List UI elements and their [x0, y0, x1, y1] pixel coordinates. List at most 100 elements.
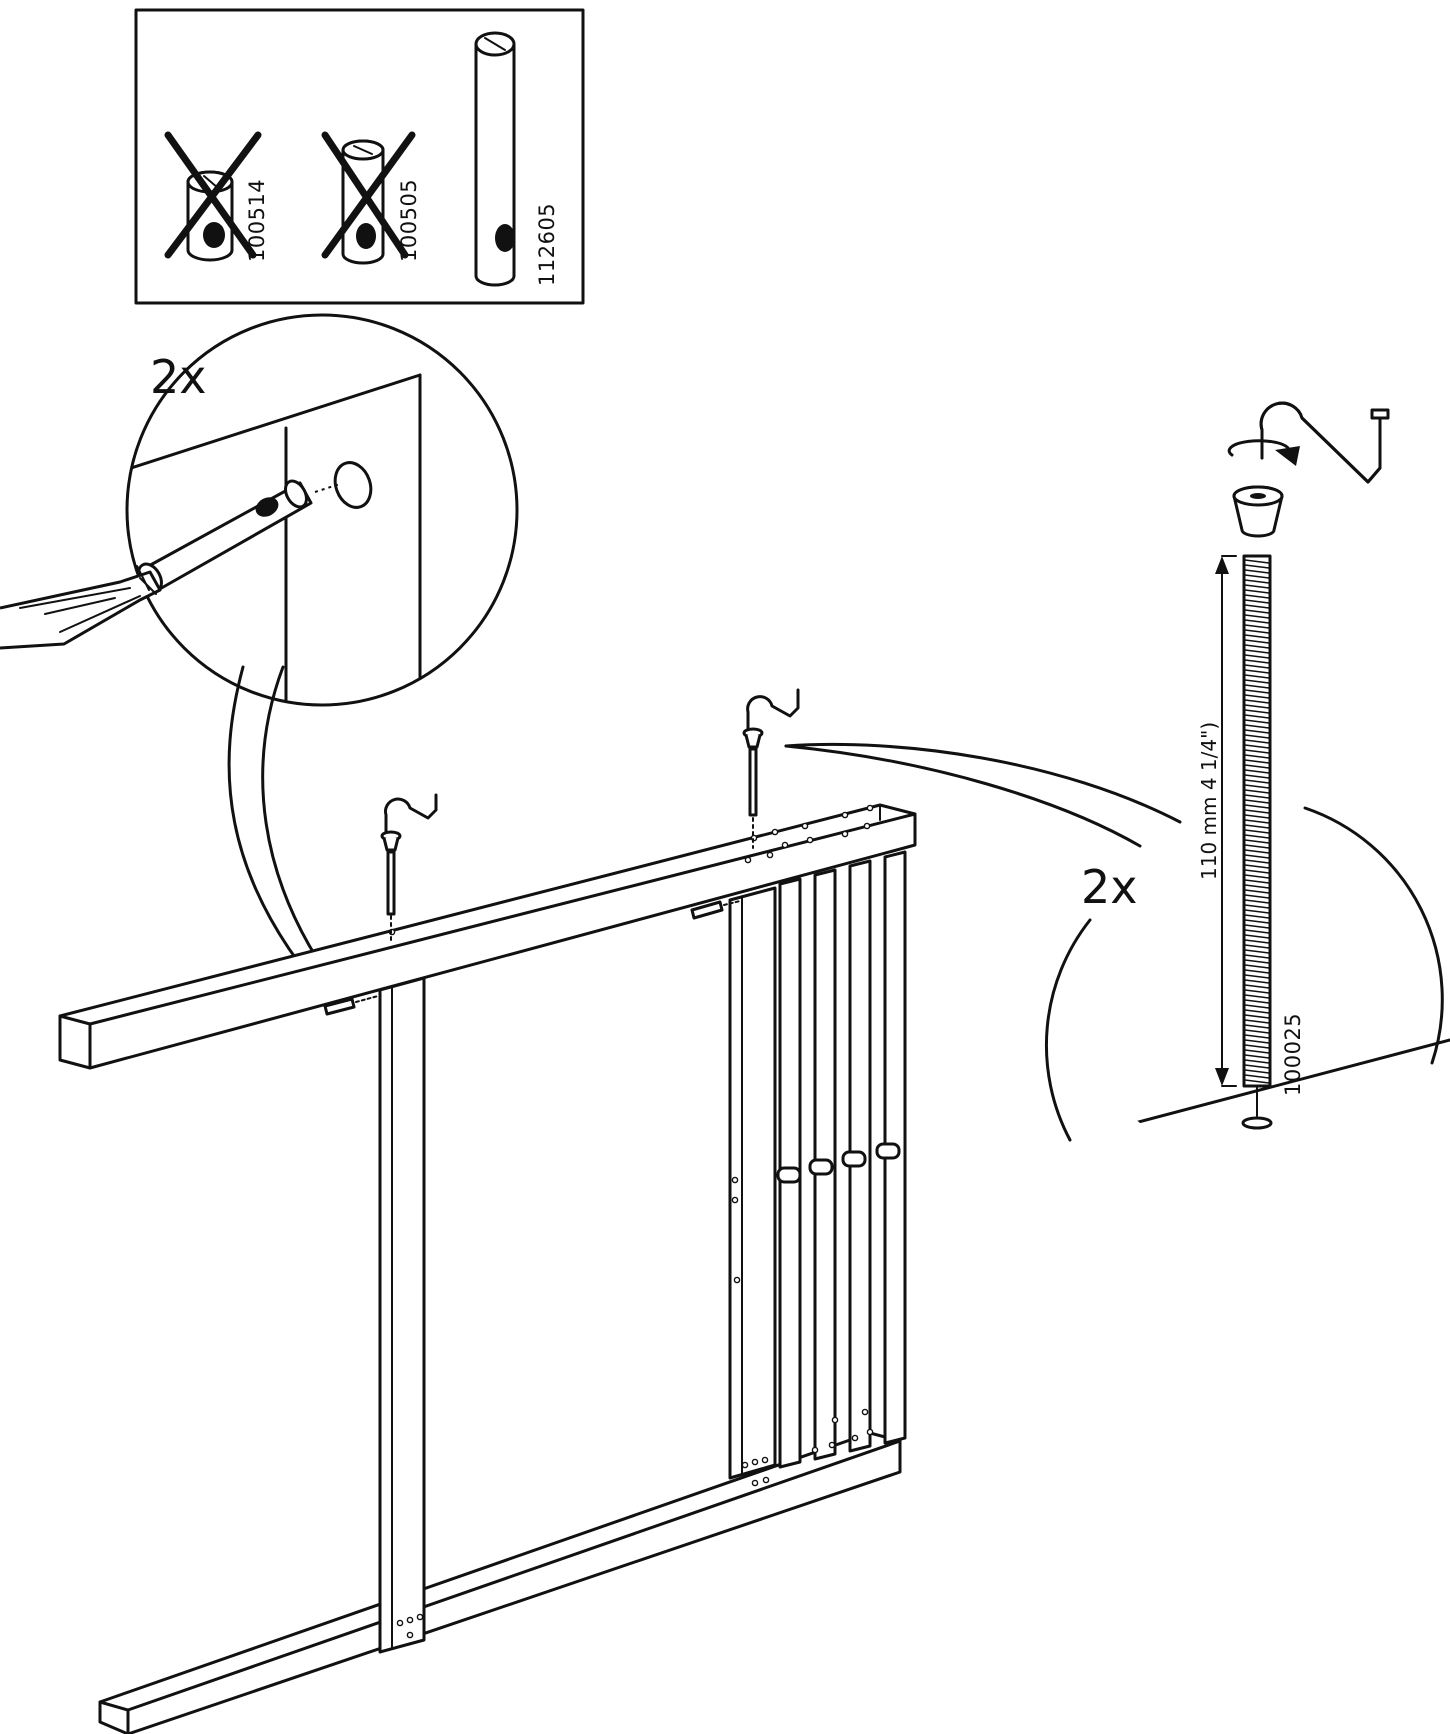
thread-mark	[1244, 1019, 1270, 1024]
thread-mark	[1244, 684, 1270, 689]
thread-mark	[1244, 899, 1270, 904]
thread-mark	[1244, 794, 1270, 799]
thread-mark	[1244, 934, 1270, 939]
bolt-head-part	[1232, 485, 1284, 538]
dowel-hole	[841, 811, 849, 819]
dowels	[776, 1142, 901, 1184]
thread-mark	[1244, 1029, 1270, 1034]
right-detail-callout: 2x	[784, 401, 1450, 1142]
left-detail-callout: 2x	[0, 313, 519, 1009]
thread-mark	[1244, 1024, 1270, 1029]
thread-mark	[1244, 809, 1270, 814]
thread-mark	[1244, 869, 1270, 874]
thread-mark	[1244, 1009, 1270, 1014]
thread-mark	[1244, 884, 1270, 889]
dowel-hole	[731, 1196, 739, 1204]
thread-mark	[1244, 674, 1270, 679]
thread-mark	[1244, 634, 1270, 639]
thread-mark	[1244, 724, 1270, 729]
thread-mark	[1244, 764, 1270, 769]
thread-mark	[1244, 1074, 1270, 1079]
thread-mark	[1244, 819, 1270, 824]
thread-mark	[1244, 1044, 1270, 1049]
thread-mark	[1244, 774, 1270, 779]
thread-mark	[1244, 949, 1270, 954]
thread-mark	[1244, 849, 1270, 854]
rotate-arrow-icon	[1227, 439, 1300, 466]
thread-mark	[1244, 1034, 1270, 1039]
thread-mark	[1244, 984, 1270, 989]
thread-mark	[1244, 629, 1270, 634]
thread-mark	[1244, 624, 1270, 629]
thread-mark	[1244, 619, 1270, 624]
dowel-hole	[406, 1616, 414, 1624]
dowel-holes	[388, 804, 874, 1639]
thread-mark	[1244, 719, 1270, 724]
thread-mark	[1244, 1014, 1270, 1019]
dowel-hole	[828, 1441, 836, 1449]
thread-mark	[1244, 679, 1270, 684]
thread-mark	[1244, 1039, 1270, 1044]
dowel-hole	[831, 1416, 839, 1424]
dowel-hole	[841, 830, 849, 838]
thread-mark	[1244, 1064, 1270, 1069]
part-code-100025: 100025	[1281, 1013, 1305, 1096]
thread-mark	[1244, 599, 1270, 604]
right-post	[728, 886, 777, 1480]
thread-mark	[1244, 759, 1270, 764]
thread-mark	[1244, 814, 1270, 819]
thread-mark	[1244, 709, 1270, 714]
part-code-112605: 112605	[535, 203, 559, 286]
thread-mark	[1244, 699, 1270, 704]
thread-mark	[1244, 879, 1270, 884]
thread-mark	[1244, 739, 1270, 744]
thread-mark	[1244, 844, 1270, 849]
thread-mark	[1244, 749, 1270, 754]
part-inset-box: 100514 100505 112605	[134, 8, 585, 305]
dowel-hole	[761, 1456, 769, 1464]
thread-mark	[1244, 799, 1270, 804]
thread-mark	[1244, 964, 1270, 969]
thread-mark	[1244, 874, 1270, 879]
thread-mark	[1244, 834, 1270, 839]
thread-mark	[1244, 559, 1270, 564]
thread-mark	[1244, 804, 1270, 809]
thread-mark	[1244, 754, 1270, 759]
dowel-hole	[806, 836, 814, 844]
thread-mark	[1244, 1079, 1270, 1084]
thread-mark	[1244, 989, 1270, 994]
dowel-hole	[396, 1619, 404, 1627]
dowel-hole	[751, 1479, 759, 1487]
thread-mark	[1244, 569, 1270, 574]
thread-mark	[1244, 914, 1270, 919]
thread-mark	[1244, 779, 1270, 784]
bed-frame-assembly	[58, 688, 917, 1734]
dowel-hole	[751, 1458, 759, 1466]
thread-mark	[1244, 974, 1270, 979]
thread-mark	[1244, 594, 1270, 599]
thread-mark	[1244, 859, 1270, 864]
dowel-hole	[866, 1428, 874, 1436]
thread-mark	[1244, 1059, 1270, 1064]
bottom-rail	[98, 1431, 902, 1734]
thread-mark	[1244, 824, 1270, 829]
thread-mark	[1244, 704, 1270, 709]
dowel-hole	[733, 1276, 741, 1284]
thread-mark	[1244, 589, 1270, 594]
thread-mark	[1244, 944, 1270, 949]
thread-mark	[1244, 579, 1270, 584]
dowel-hole	[861, 1408, 869, 1416]
dowel-hole	[406, 1631, 414, 1639]
thread-mark	[1244, 864, 1270, 869]
thread-mark	[1244, 969, 1270, 974]
thread-mark	[1244, 729, 1270, 734]
dimension-label: 110 mm 4 1/4")	[1197, 722, 1221, 880]
thread-mark	[1244, 664, 1270, 669]
thread-mark	[1244, 919, 1270, 924]
thread-mark	[1244, 659, 1270, 664]
dowel-hole	[416, 1613, 424, 1621]
thread-mark	[1244, 654, 1270, 659]
thread-mark	[1244, 994, 1270, 999]
